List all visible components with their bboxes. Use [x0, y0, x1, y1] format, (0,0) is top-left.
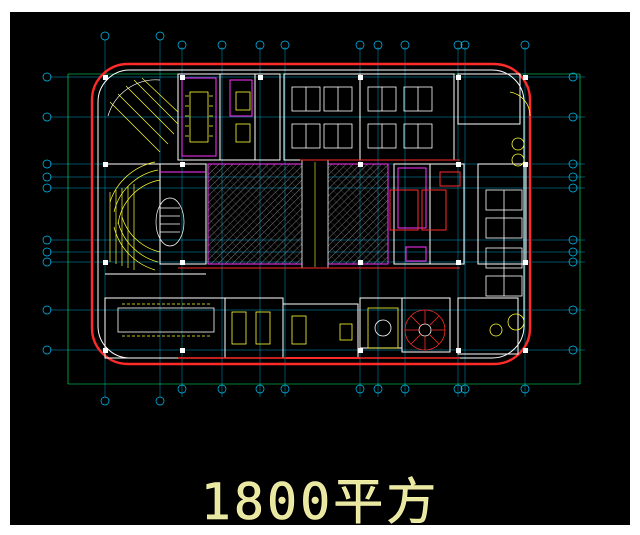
floor-plan	[42, 31, 585, 406]
structural-columns	[103, 75, 528, 353]
red-rooms	[389, 171, 461, 231]
atrium	[207, 159, 389, 269]
reception-area	[286, 307, 399, 359]
spiral-staircase	[404, 309, 446, 351]
partitions	[104, 73, 527, 359]
grid-bubbles	[42, 31, 578, 406]
cad-drawing-canvas: 1800平方	[10, 12, 630, 531]
workstations-top	[291, 86, 433, 149]
building-outline	[90, 62, 532, 366]
top-left-seating	[107, 77, 179, 153]
workstations-right	[485, 91, 531, 337]
lecture-hall-seating	[109, 161, 185, 271]
area-caption: 1800平方	[200, 473, 440, 532]
meeting-tables	[117, 91, 271, 345]
colored-partitions	[160, 77, 460, 359]
